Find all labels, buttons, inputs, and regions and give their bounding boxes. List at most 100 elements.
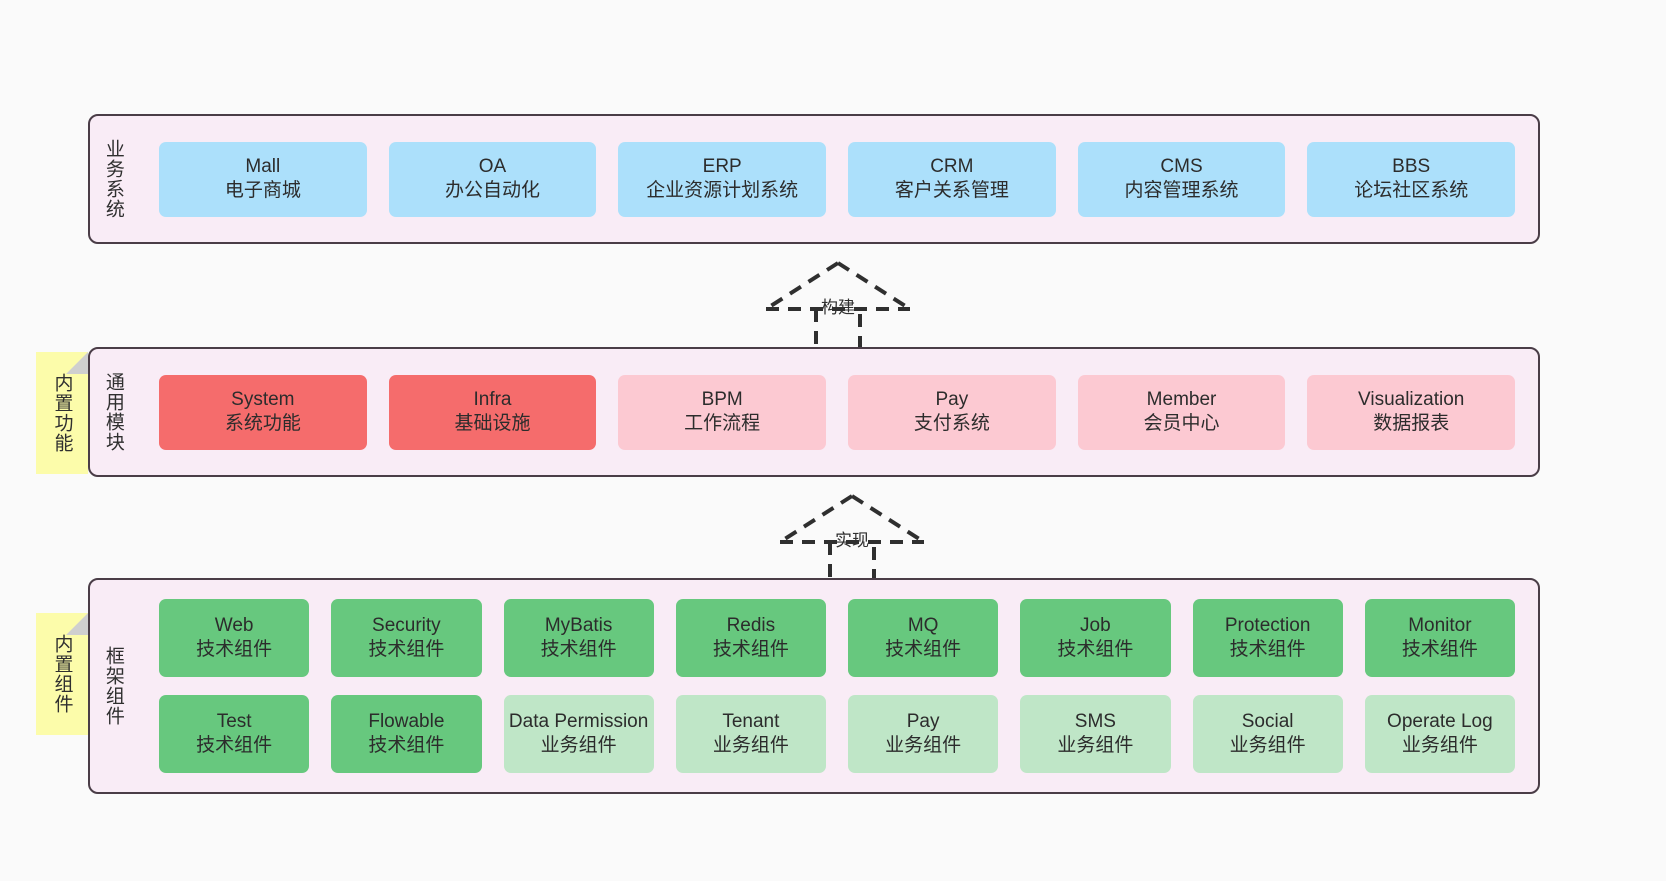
arrow-label: 构建	[821, 298, 855, 317]
card-title: Visualization	[1358, 389, 1465, 411]
arrow-label: 实现	[835, 531, 869, 550]
card-crm[interactable]: CRM 客户关系管理	[848, 141, 1056, 217]
card-monitor[interactable]: Monitor 技术组件	[1364, 599, 1515, 677]
card-job[interactable]: Job 技术组件	[1020, 599, 1171, 677]
card-subtitle: 业务组件	[1401, 735, 1478, 756]
card-subtitle: 系统功能	[224, 413, 301, 434]
card-subtitle: 论坛社区系统	[1354, 180, 1469, 201]
card-subtitle: 会员中心	[1143, 413, 1220, 434]
layer-common-modules: 通用模块 System 系统功能 Infra 基础设施 BPM 工作流程 Pay…	[88, 347, 1540, 477]
card-title: MQ	[907, 615, 939, 637]
card-title: BBS	[1392, 156, 1431, 178]
card-title: OA	[478, 156, 507, 178]
card-title: Data Permission	[508, 711, 649, 733]
layer-title-framework-components: 框架组件	[102, 646, 124, 726]
card-title: CRM	[930, 156, 974, 178]
layer-framework-components: 框架组件 Web 技术组件 Security 技术组件 MyBatis 技术组件…	[88, 578, 1540, 794]
card-subtitle: 技术组件	[712, 639, 789, 660]
card-oa[interactable]: OA 办公自动化	[388, 141, 597, 217]
layer-business-systems: 业务系统 Mall 电子商城 OA 办公自动化 ERP 企业资源计划系统 CRM…	[88, 114, 1540, 244]
layer-body-framework-components: Web 技术组件 Security 技术组件 MyBatis 技术组件 Redi…	[136, 580, 1538, 792]
card-title: Tenant	[722, 711, 780, 733]
card-title: Test	[216, 711, 252, 733]
card-row: Mall 电子商城 OA 办公自动化 ERP 企业资源计划系统 CRM 客户关系…	[148, 141, 1526, 217]
card-title: Security	[372, 615, 441, 637]
card-row: System 系统功能 Infra 基础设施 BPM 工作流程 Pay 支付系统…	[148, 374, 1526, 450]
card-mybatis[interactable]: MyBatis 技术组件	[503, 599, 654, 677]
card-redis[interactable]: Redis 技术组件	[675, 599, 826, 677]
card-flowable[interactable]: Flowable 技术组件	[331, 695, 482, 773]
generalization-arrow-icon	[764, 261, 912, 353]
card-title: Member	[1146, 389, 1217, 411]
card-subtitle: 工作流程	[684, 413, 761, 434]
card-cms[interactable]: CMS 内容管理系统	[1077, 141, 1286, 217]
card-subtitle: 客户关系管理	[894, 180, 1009, 201]
card-subtitle: 技术组件	[1057, 639, 1134, 660]
layer-title-common-modules: 通用模块	[102, 372, 124, 452]
card-subtitle: 数据报表	[1373, 413, 1450, 434]
card-title: System	[231, 389, 295, 411]
card-protection[interactable]: Protection 技术组件	[1192, 599, 1343, 677]
card-visualization[interactable]: Visualization 数据报表	[1307, 374, 1516, 450]
card-bbs[interactable]: BBS 论坛社区系统	[1307, 141, 1516, 217]
card-subtitle: 基础设施	[454, 413, 531, 434]
card-subtitle: 业务组件	[540, 735, 617, 756]
card-subtitle: 企业资源计划系统	[646, 180, 799, 201]
card-erp[interactable]: ERP 企业资源计划系统	[618, 141, 827, 217]
card-title: Redis	[726, 615, 776, 637]
card-subtitle: 技术组件	[368, 639, 445, 660]
card-subtitle: 办公自动化	[445, 180, 541, 201]
card-title: CMS	[1160, 156, 1203, 178]
sticky-note-builtin-components: 内置组件	[36, 613, 88, 735]
generalization-arrow-icon	[778, 494, 926, 586]
card-pay[interactable]: Pay 支付系统	[848, 374, 1056, 450]
arrow-build: 构建	[748, 257, 928, 353]
card-title: Infra	[473, 389, 512, 411]
card-title: SMS	[1074, 711, 1116, 733]
sticky-note-label: 内置组件	[51, 634, 73, 714]
layer-body-business-systems: Mall 电子商城 OA 办公自动化 ERP 企业资源计划系统 CRM 客户关系…	[136, 116, 1538, 242]
card-subtitle: 业务组件	[1229, 735, 1306, 756]
card-title: Operate Log	[1387, 711, 1493, 733]
card-title: Flowable	[368, 711, 445, 733]
card-security[interactable]: Security 技术组件	[331, 599, 482, 677]
card-title: MyBatis	[544, 615, 613, 637]
card-subtitle: 业务组件	[1057, 735, 1134, 756]
card-social[interactable]: Social 业务组件	[1192, 695, 1343, 773]
card-pay-business[interactable]: Pay 业务组件	[848, 695, 999, 773]
card-title: Pay	[906, 711, 940, 733]
card-row-technical: Web 技术组件 Security 技术组件 MyBatis 技术组件 Redi…	[148, 599, 1526, 677]
card-operate-log[interactable]: Operate Log 业务组件	[1364, 695, 1515, 773]
card-subtitle: 内容管理系统	[1124, 180, 1239, 201]
card-subtitle: 业务组件	[712, 735, 789, 756]
card-mall[interactable]: Mall 电子商城	[159, 141, 367, 217]
card-tenant[interactable]: Tenant 业务组件	[675, 695, 826, 773]
card-data-permission[interactable]: Data Permission 业务组件	[503, 695, 654, 773]
card-subtitle: 技术组件	[196, 735, 273, 756]
card-title: Web	[214, 615, 254, 637]
card-sms[interactable]: SMS 业务组件	[1020, 695, 1171, 773]
card-row-business: Test 技术组件 Flowable 技术组件 Data Permission …	[148, 695, 1526, 773]
card-system[interactable]: System 系统功能	[159, 374, 367, 450]
card-web[interactable]: Web 技术组件	[159, 599, 310, 677]
card-infra[interactable]: Infra 基础设施	[388, 374, 597, 450]
card-subtitle: 业务组件	[885, 735, 962, 756]
card-bpm[interactable]: BPM 工作流程	[618, 374, 827, 450]
card-test[interactable]: Test 技术组件	[159, 695, 310, 773]
card-title: Protection	[1224, 615, 1311, 637]
card-subtitle: 技术组件	[196, 639, 273, 660]
card-subtitle: 支付系统	[913, 413, 990, 434]
sticky-note-label: 内置功能	[51, 373, 73, 453]
card-title: Monitor	[1408, 615, 1472, 637]
card-title: BPM	[701, 389, 743, 411]
card-mq[interactable]: MQ 技术组件	[848, 599, 999, 677]
layer-body-common-modules: System 系统功能 Infra 基础设施 BPM 工作流程 Pay 支付系统…	[136, 349, 1538, 475]
card-subtitle: 技术组件	[1401, 639, 1478, 660]
layer-title-business-systems: 业务系统	[102, 139, 124, 219]
card-title: Job	[1080, 615, 1111, 637]
card-title: Pay	[935, 389, 969, 411]
card-subtitle: 技术组件	[368, 735, 445, 756]
card-subtitle: 技术组件	[885, 639, 962, 660]
card-member[interactable]: Member 会员中心	[1077, 374, 1286, 450]
card-subtitle: 电子商城	[224, 180, 301, 201]
